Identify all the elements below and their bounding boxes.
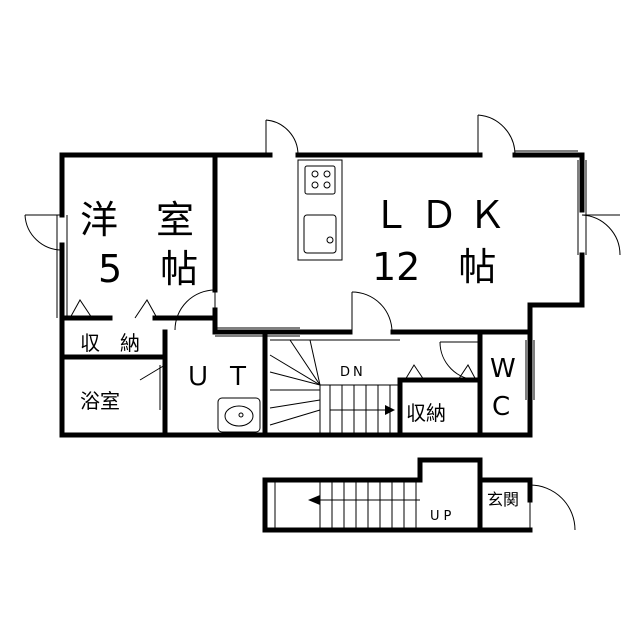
stair-tread bbox=[269, 409, 321, 426]
doors bbox=[24, 114, 621, 531]
stairs-up bbox=[274, 480, 420, 530]
wc-label-c: C bbox=[492, 392, 510, 422]
lower-block-walls bbox=[262, 457, 533, 533]
stair-tread bbox=[269, 354, 321, 386]
door-western-bottom bbox=[174, 289, 216, 331]
stairs-down bbox=[269, 339, 400, 435]
washbasin bbox=[217, 397, 261, 433]
storage-right-label: 収納 bbox=[406, 401, 446, 425]
outer-walls bbox=[59, 152, 585, 438]
closet-door-left bbox=[69, 299, 93, 319]
door-ldk-bottom bbox=[351, 291, 393, 333]
door-top-right bbox=[477, 114, 516, 156]
stairs-up-label: UP bbox=[430, 509, 455, 524]
stair-tread bbox=[289, 339, 321, 386]
entrance-label: 玄関 bbox=[487, 490, 519, 509]
door-bath bbox=[139, 364, 166, 410]
ldk-name: ＬＤＫ bbox=[372, 193, 516, 237]
closet-door-right-2 bbox=[457, 364, 477, 381]
door-top-left bbox=[265, 119, 299, 156]
door-left bbox=[24, 214, 63, 251]
closet-door-right bbox=[404, 364, 425, 381]
windows bbox=[56, 150, 587, 400]
stairs-down-label: DN bbox=[340, 365, 366, 380]
door-wc bbox=[439, 341, 479, 381]
stair-tread bbox=[309, 339, 321, 386]
kitchen-counter bbox=[297, 159, 343, 261]
storage-left-label: 収 納 bbox=[80, 331, 140, 355]
stair-tread bbox=[269, 399, 321, 409]
bath-label: 浴室 bbox=[80, 389, 120, 413]
ut-label: ＵＴ bbox=[185, 362, 265, 392]
stair-tread bbox=[269, 371, 321, 386]
closet-door-left-2 bbox=[134, 299, 158, 319]
ldk-size: 12 帖 bbox=[372, 245, 496, 289]
door-right bbox=[581, 214, 621, 256]
wc-label-w: W bbox=[490, 354, 516, 384]
western-room-size: 5 帖 bbox=[98, 247, 198, 291]
western-room-name: 洋 室 bbox=[80, 198, 194, 242]
door-entrance bbox=[529, 484, 576, 531]
